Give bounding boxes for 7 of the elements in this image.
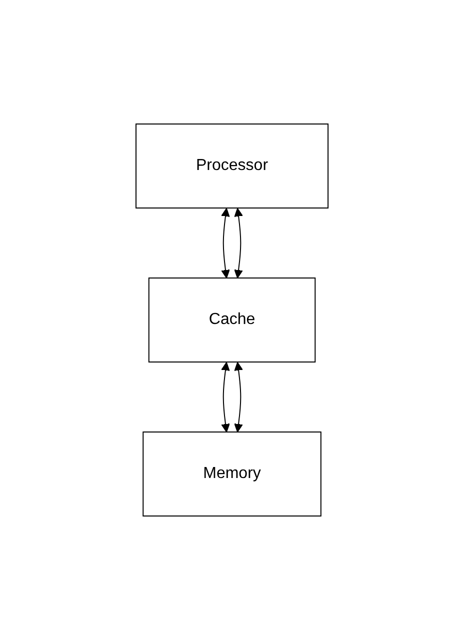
node-box: Processor xyxy=(135,123,329,208)
node-box: Cache xyxy=(148,277,316,362)
node-box: Memory xyxy=(142,431,322,516)
arrow xyxy=(221,362,230,432)
arrow xyxy=(234,208,243,278)
arrow xyxy=(234,362,243,432)
arrow xyxy=(221,208,230,278)
